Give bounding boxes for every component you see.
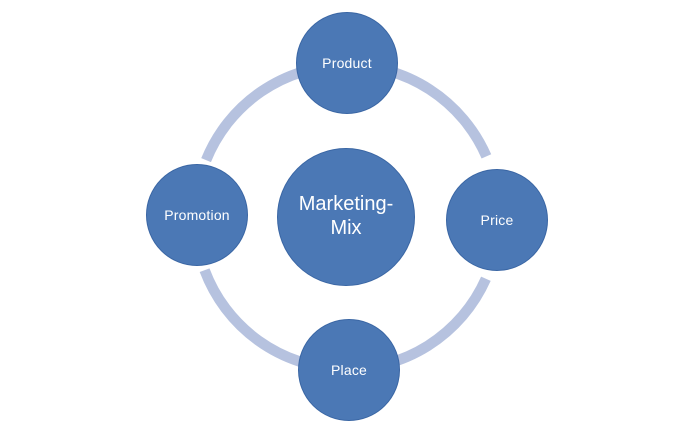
- node-price-label: Price: [480, 212, 514, 228]
- node-place[interactable]: Place: [298, 319, 400, 421]
- node-place-label: Place: [330, 362, 368, 378]
- node-price[interactable]: Price: [446, 169, 548, 271]
- node-promotion[interactable]: Promotion: [146, 164, 248, 266]
- center-node-marketing-mix[interactable]: Marketing-Mix: [277, 148, 415, 286]
- center-node-label: Marketing-Mix: [298, 193, 394, 239]
- node-promotion-label: Promotion: [164, 207, 230, 223]
- node-product[interactable]: Product: [296, 12, 398, 114]
- node-product-label: Product: [322, 55, 372, 71]
